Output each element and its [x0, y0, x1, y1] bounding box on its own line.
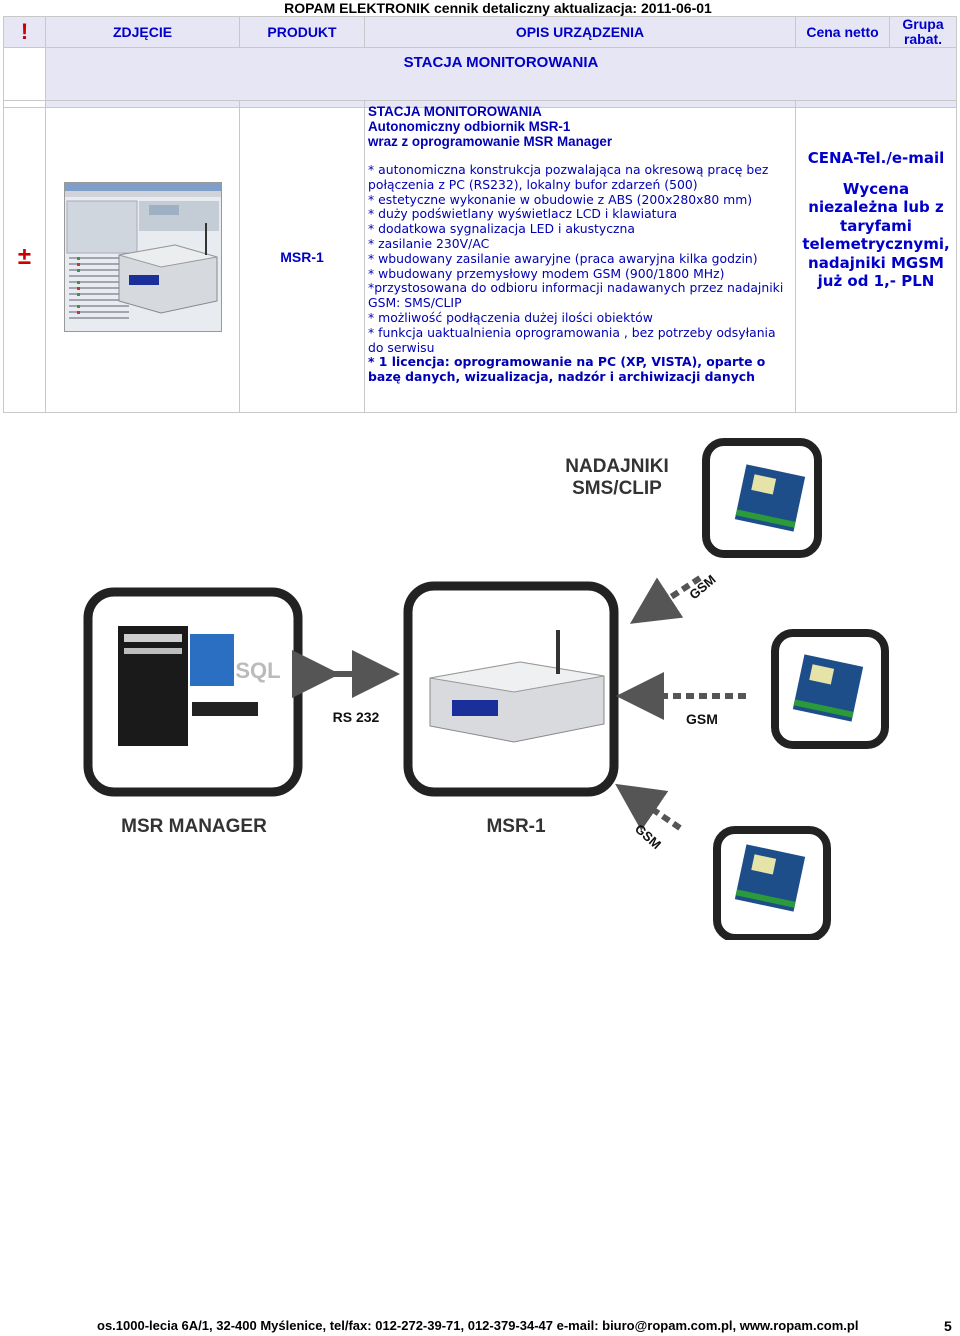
- feature-item: * dodatkowa sygnalizacja LED i akustyczn…: [368, 221, 635, 237]
- transmitter-frame-3: [713, 826, 831, 940]
- gsm-label-upper: GSM: [686, 572, 718, 603]
- feature-item: * funkcja uaktualnienia oprogramowania ,…: [368, 324, 776, 355]
- header-mark: !: [3, 16, 46, 48]
- section-title: STACJA MONITOROWANIA: [45, 47, 957, 108]
- header-photo: ZDJĘCIE: [45, 16, 240, 48]
- sql-label: SQL: [235, 658, 280, 683]
- feature-item: * autonomiczna konstrukcja pozwalająca n…: [368, 162, 769, 192]
- document-title: ROPAM ELEKTRONIK cennik detaliczny aktua…: [284, 0, 712, 16]
- board-image-2: [792, 654, 864, 722]
- page-number: 5: [944, 1318, 952, 1334]
- feature-item: * duży podświetlany wyświetlacz LCD i kl…: [368, 206, 678, 222]
- device-label: MSR-1: [486, 816, 546, 837]
- board-image-1: [734, 464, 806, 532]
- feature-license: * 1 licencja: oprogramowanie na PC (XP, …: [368, 354, 766, 385]
- gsm-label-lower: GSM: [632, 821, 664, 852]
- price-contact: CENA-Tel./e-mail: [807, 149, 945, 167]
- feature-item: * estetyczne wykonanie w obudowie z ABS …: [368, 191, 753, 207]
- product-table: ±: [3, 100, 957, 413]
- gsm-arrow-upper: [629, 575, 702, 624]
- header-group: Grupa rabat.: [889, 16, 957, 48]
- header-description: OPIS URZĄDZENIA: [364, 16, 796, 48]
- device-image: [429, 630, 605, 743]
- feature-item: *przystosowana do odbioru informacji nad…: [368, 280, 784, 311]
- device-frame: [403, 581, 619, 797]
- transmitter-frame-2: [771, 629, 889, 749]
- header-product: PRODUKT: [239, 16, 365, 48]
- header-blank: [3, 47, 46, 108]
- header-table: ! ZDJĘCIE PRODUKT OPIS URZĄDZENIA Cena n…: [3, 16, 957, 108]
- product-heading-3: wraz z oprogramowanie MSR Manager: [368, 134, 613, 149]
- price-cell: CENA-Tel./e-mail Wycena niezależna lub z…: [795, 100, 957, 413]
- feature-item: * wbudowany przemysłowy modem GSM (900/1…: [368, 265, 725, 281]
- product-mark: ±: [3, 100, 46, 413]
- product-photo: [63, 181, 222, 332]
- gsm-label-middle: GSM: [686, 711, 718, 727]
- product-code: MSR-1: [239, 100, 365, 413]
- footer-address: os.1000-lecia 6A/1, 32-400 Myślenice, te…: [97, 1318, 859, 1333]
- product-description: STACJA MONITOROWANIA Autonomiczny odbior…: [364, 100, 796, 413]
- manager-label: MSR MANAGER: [121, 816, 267, 837]
- rs232-label: RS 232: [333, 709, 380, 725]
- board-image-3: [734, 844, 806, 912]
- feature-item: * możliwość podłączenia dużej ilości obi…: [368, 309, 653, 325]
- pc-image: [118, 626, 258, 746]
- product-photo-cell: [45, 100, 240, 413]
- transmitter-frame-1: [702, 438, 822, 558]
- product-heading-1: STACJA MONITOROWANIA: [368, 104, 542, 119]
- feature-item: * wbudowany zasilanie awaryjne (praca aw…: [368, 250, 758, 266]
- price-note: Wycena niezależna lub z taryfami telemet…: [802, 179, 950, 291]
- gsm-arrow-lower: [615, 783, 682, 831]
- feature-item: * zasilanie 230V/AC: [368, 235, 490, 251]
- header-price: Cena netto: [795, 16, 890, 48]
- product-heading-2: Autonomiczny odbiornik MSR-1: [368, 119, 571, 134]
